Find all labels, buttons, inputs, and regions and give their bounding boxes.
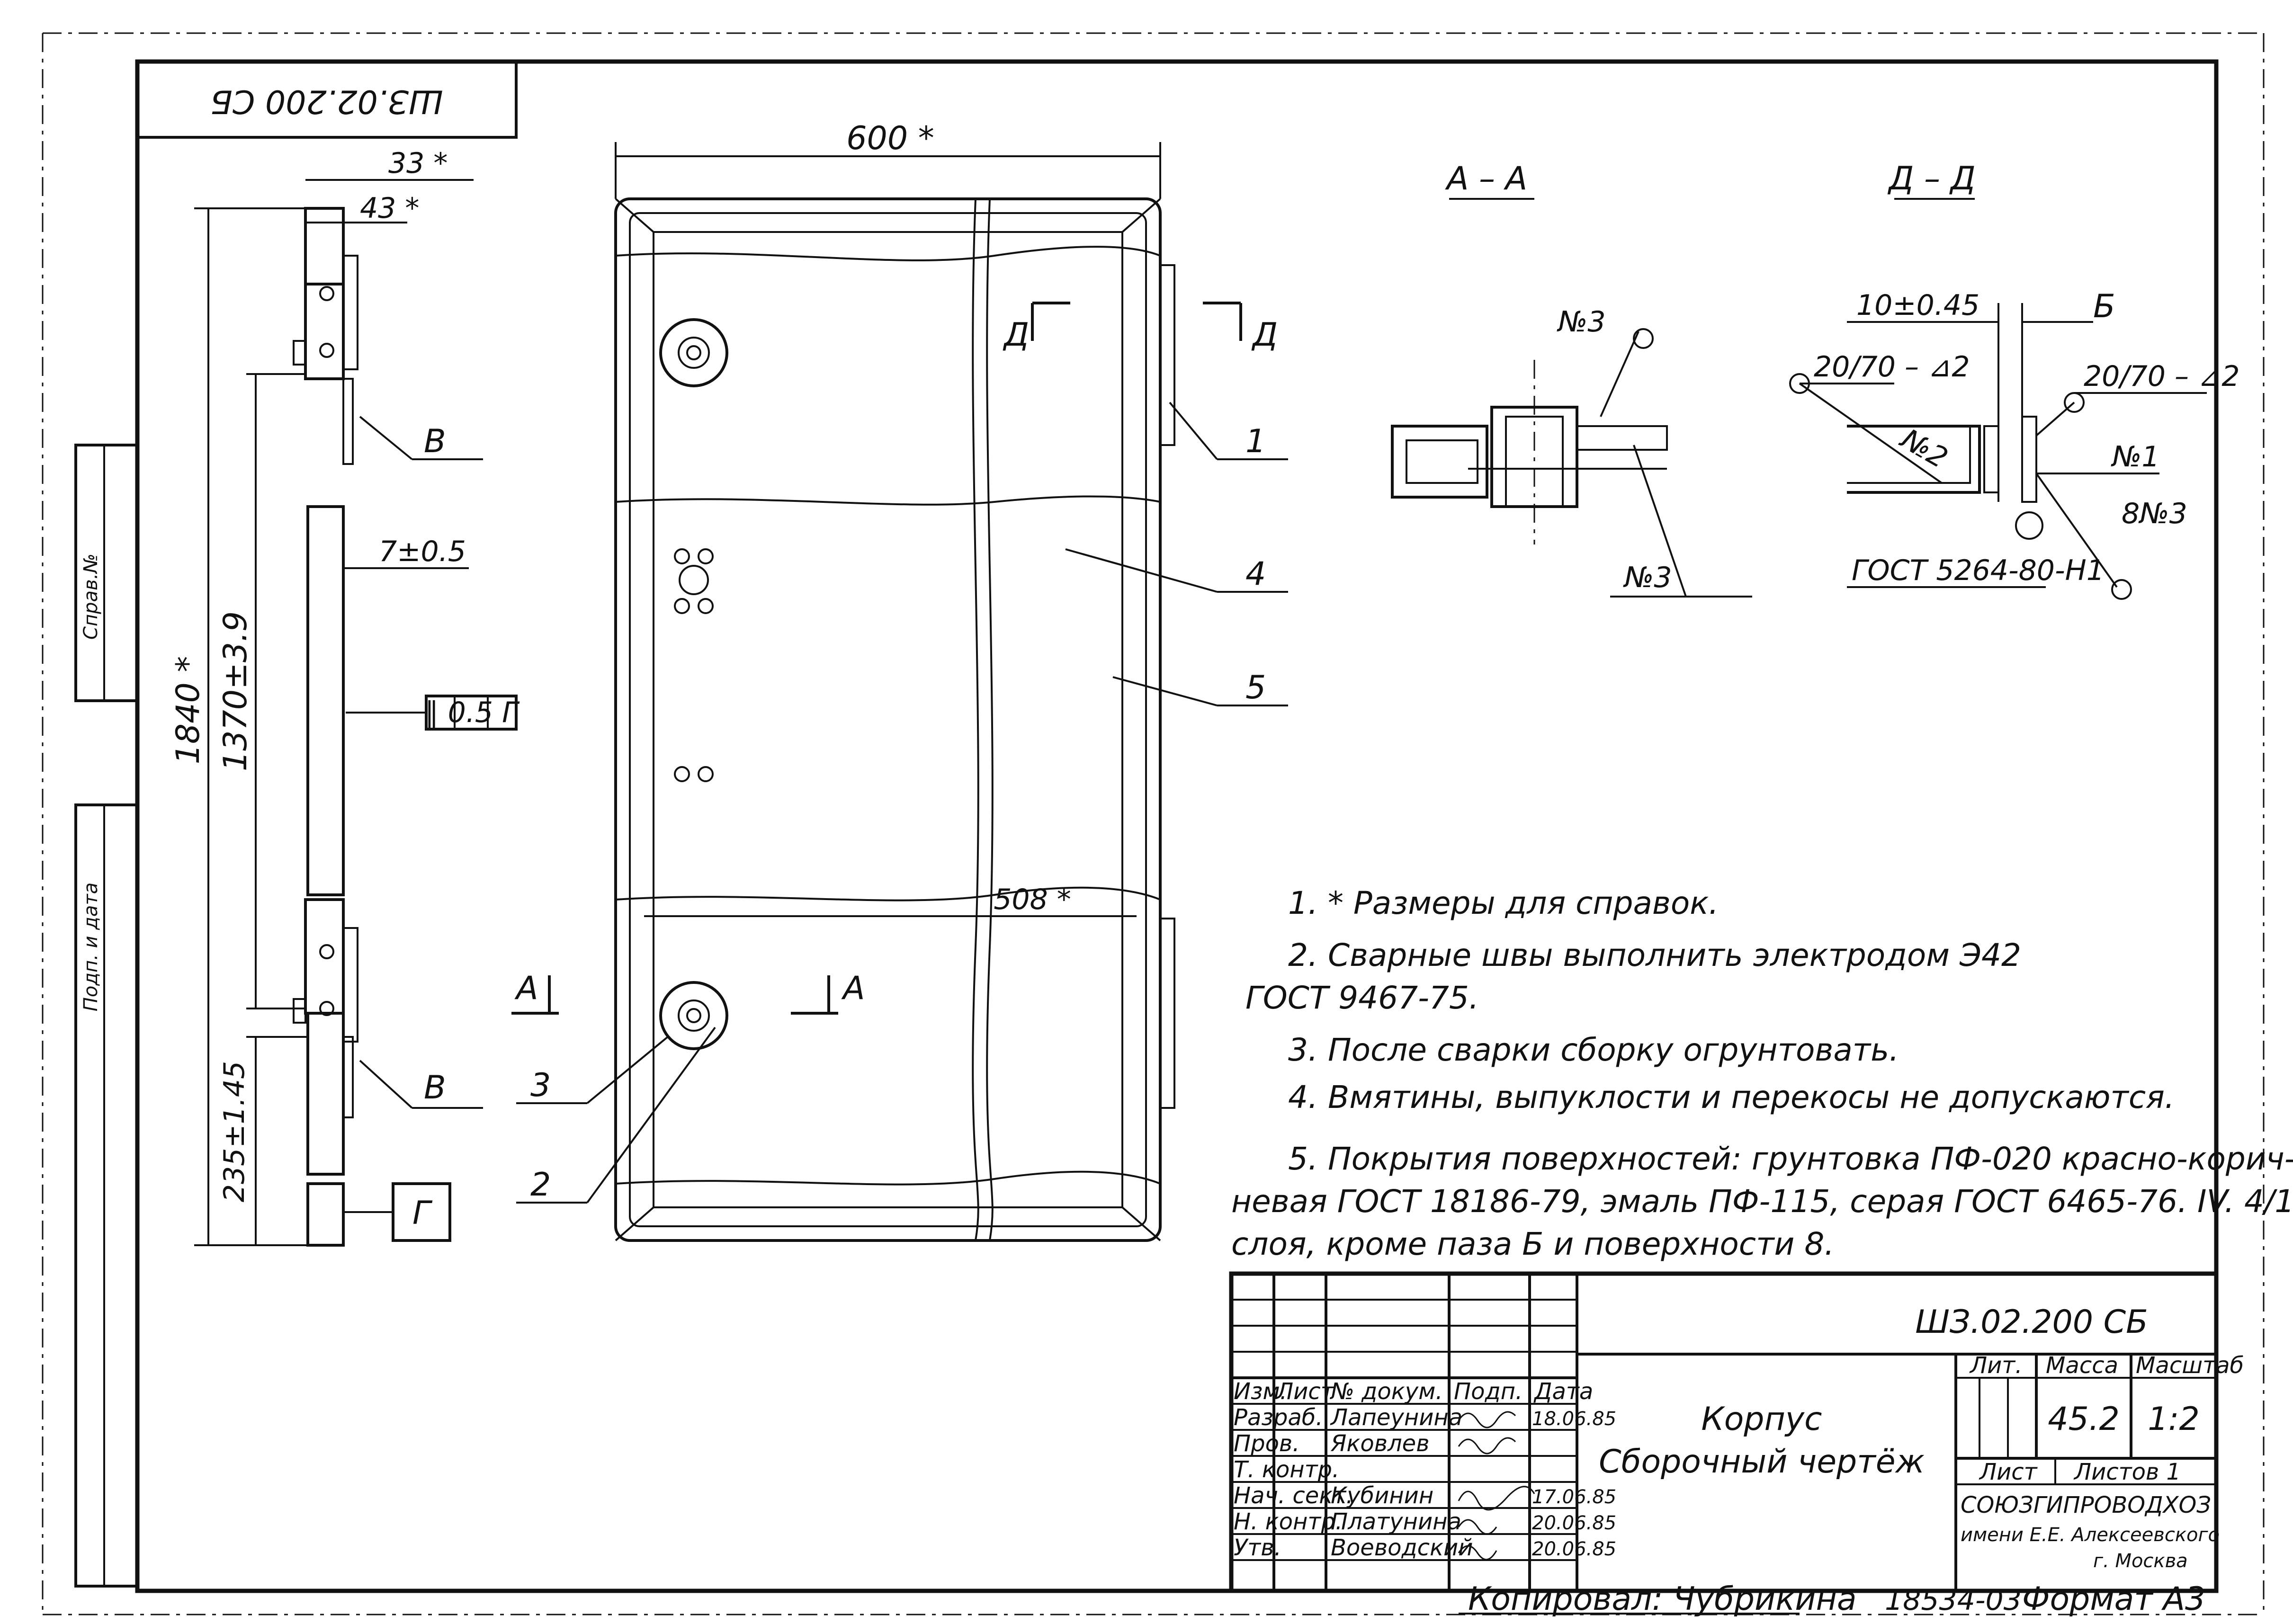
weld-label-top: №3 xyxy=(1557,305,1606,339)
side-view: 33 * 43 * 1840 * 1370±3.9 235±1.45 7±0.5… xyxy=(170,147,520,1247)
weld-n1: №1 xyxy=(2111,440,2160,473)
signature-scribble xyxy=(1458,1545,1497,1561)
tb-header-sign: Подп. xyxy=(1454,1378,1523,1405)
balloon-5: 5 xyxy=(1245,669,1266,706)
mass-value: 45.2 xyxy=(2048,1401,2119,1438)
dim-1840: 1840 * xyxy=(170,656,207,765)
left-strip-label-upper: Справ.№ xyxy=(80,553,102,640)
dim-top-43: 43 * xyxy=(360,192,419,225)
datum-g: Г xyxy=(412,1195,433,1232)
drawing-title-1: Корпус xyxy=(1701,1401,1822,1438)
tb-name: Кубинин xyxy=(1331,1482,1433,1509)
note-4: 4. Вмятины, выпуклости и перекосы не доп… xyxy=(1288,1079,2175,1115)
section-a-a: А – А №3 №3 xyxy=(1391,160,1752,598)
section-a-a-title: А – А xyxy=(1445,160,1527,197)
tb-role: Н. контр. xyxy=(1234,1508,1343,1535)
note-5: 5. Покрытия поверхностей: грунтовка ПФ-0… xyxy=(1288,1141,2293,1177)
dim-1370: 1370±3.9 xyxy=(217,611,254,771)
note-2b: ГОСТ 9467-75. xyxy=(1245,980,1479,1016)
dim-508: 508 * xyxy=(994,883,1071,916)
dim-7: 7±0.5 xyxy=(379,535,466,568)
tb-date: 20.06.85 xyxy=(1532,1538,1616,1560)
drawing-frame xyxy=(42,32,2265,1615)
note-2: 2. Сварные швы выполнить электродом Э42 xyxy=(1288,937,2021,973)
tb-header-list: Лист xyxy=(1275,1378,1335,1405)
weld-left: 20/70 – ⊿2 xyxy=(1814,350,1970,384)
letter-b: Б xyxy=(2093,288,2115,325)
weld-right: 20/70 – ⊿2 xyxy=(2084,360,2240,393)
left-binding-strip: Справ.№ Подп. и дата xyxy=(74,444,139,1588)
scale-label: Масштаб xyxy=(2136,1352,2244,1379)
dim-top-33: 33 * xyxy=(388,147,448,180)
tb-name: Лапеунина xyxy=(1330,1404,1462,1431)
drawing-title-2: Сборочный чертёж xyxy=(1599,1443,1925,1481)
tb-date: 17.06.85 xyxy=(1532,1486,1616,1508)
callout-b-upper: В xyxy=(424,423,446,460)
bottom-strip: Копировал: Чубрикина 18534-03 Формат А3 xyxy=(1459,1580,2205,1618)
org-line-2: имени Е.Е. Алексеевского xyxy=(1961,1524,2220,1546)
section-mark-d-right: Д xyxy=(1251,316,1278,354)
org-line-1: СОЮЗГИПРОВОДХОЗ xyxy=(1961,1492,2211,1518)
copied-by: Копировал: Чубрикина xyxy=(1468,1580,1857,1618)
balloon-2: 2 xyxy=(530,1166,551,1204)
signature-scribble xyxy=(1458,1486,1535,1511)
format-label: Формат А3 xyxy=(2022,1580,2205,1618)
surface-label: 8№3 xyxy=(2122,497,2187,530)
drawing-code-top: ШЗ.02.200 СБ xyxy=(210,82,443,120)
signature-scribble xyxy=(1458,1519,1497,1535)
tb-role: Нач. сект. xyxy=(1234,1482,1353,1509)
note-5c: слоя, кроме паза Б и поверхности 8. xyxy=(1231,1226,1834,1262)
front-view: 600 * 508 * Д Д А А 1 xyxy=(511,120,1288,1242)
dim-10: 10±0.45 xyxy=(1856,289,1980,322)
title-block: Изм. Лист № докум. Подп. Дата Разраб. Ла… xyxy=(1229,1271,2244,1593)
tb-date: 18.06.85 xyxy=(1532,1408,1616,1430)
gost-5264: ГОСТ 5264-80-Н1 xyxy=(1852,554,2105,587)
tb-role: Т. контр. xyxy=(1234,1456,1339,1483)
section-mark-a-right: А xyxy=(841,970,865,1007)
top-code-box: ШЗ.02.200 СБ xyxy=(136,60,518,139)
org-line-3: г. Москва xyxy=(2093,1550,2188,1572)
sheet-label: Лист xyxy=(1979,1459,2038,1485)
tb-name: Яковлев xyxy=(1330,1430,1430,1457)
note-3: 3. После сварки сборку огрунтовать. xyxy=(1288,1032,1899,1068)
callout-b-lower: В xyxy=(424,1069,446,1106)
section-d-d: Д – Д 10±0.45 Б 20/70 – ⊿2 №2 20/70 – ⊿2… xyxy=(1789,160,2240,600)
tb-name: Воеводский xyxy=(1331,1535,1473,1561)
section-d-d-title: Д – Д xyxy=(1887,160,1975,197)
section-mark-d-left: Д xyxy=(1003,316,1029,354)
balloon-3: 3 xyxy=(530,1067,551,1104)
mass-label: Масса xyxy=(2046,1352,2118,1379)
tolerance-frame: ∥ 0.5 Г xyxy=(425,696,520,729)
sheets-label: Листов 1 xyxy=(2073,1459,2181,1485)
section-mark-a-left: А xyxy=(514,970,538,1007)
tb-role: Утв. xyxy=(1234,1535,1281,1561)
note-5b: невая ГОСТ 18186-79, эмаль ПФ-115, серая… xyxy=(1231,1183,2293,1220)
drawing-code-title-block: ШЗ.02.200 СБ xyxy=(1915,1303,2148,1341)
weld-n2: №2 xyxy=(1894,422,1953,475)
archive-number: 18534-03 xyxy=(1885,1584,2022,1617)
lit-label: Лит. xyxy=(1969,1352,2023,1379)
tb-name: Платунина xyxy=(1331,1508,1461,1535)
balloon-1: 1 xyxy=(1245,423,1266,460)
note-1: 1. * Размеры для справок. xyxy=(1288,885,1719,921)
tb-role: Разраб. xyxy=(1234,1404,1323,1431)
dim-600: 600 * xyxy=(846,120,934,157)
scale-value: 1:2 xyxy=(2148,1401,2199,1438)
technical-notes: 1. * Размеры для справок. 2. Сварные швы… xyxy=(1231,885,2293,1262)
dim-235: 235±1.45 xyxy=(218,1061,251,1202)
tb-date: 20.06.85 xyxy=(1532,1512,1616,1534)
tb-header-izm: Изм. xyxy=(1234,1378,1287,1405)
signature-scribble xyxy=(1458,1411,1516,1428)
tb-role: Пров. xyxy=(1234,1430,1299,1457)
balloon-4: 4 xyxy=(1245,555,1266,593)
tb-header-date: Дата xyxy=(1533,1378,1593,1405)
weld-label-bottom: №3 xyxy=(1623,561,1672,594)
tb-header-doc: № докум. xyxy=(1329,1378,1443,1405)
left-strip-label-lower: Подп. и дата xyxy=(80,883,102,1011)
signature-scribble xyxy=(1458,1437,1516,1454)
